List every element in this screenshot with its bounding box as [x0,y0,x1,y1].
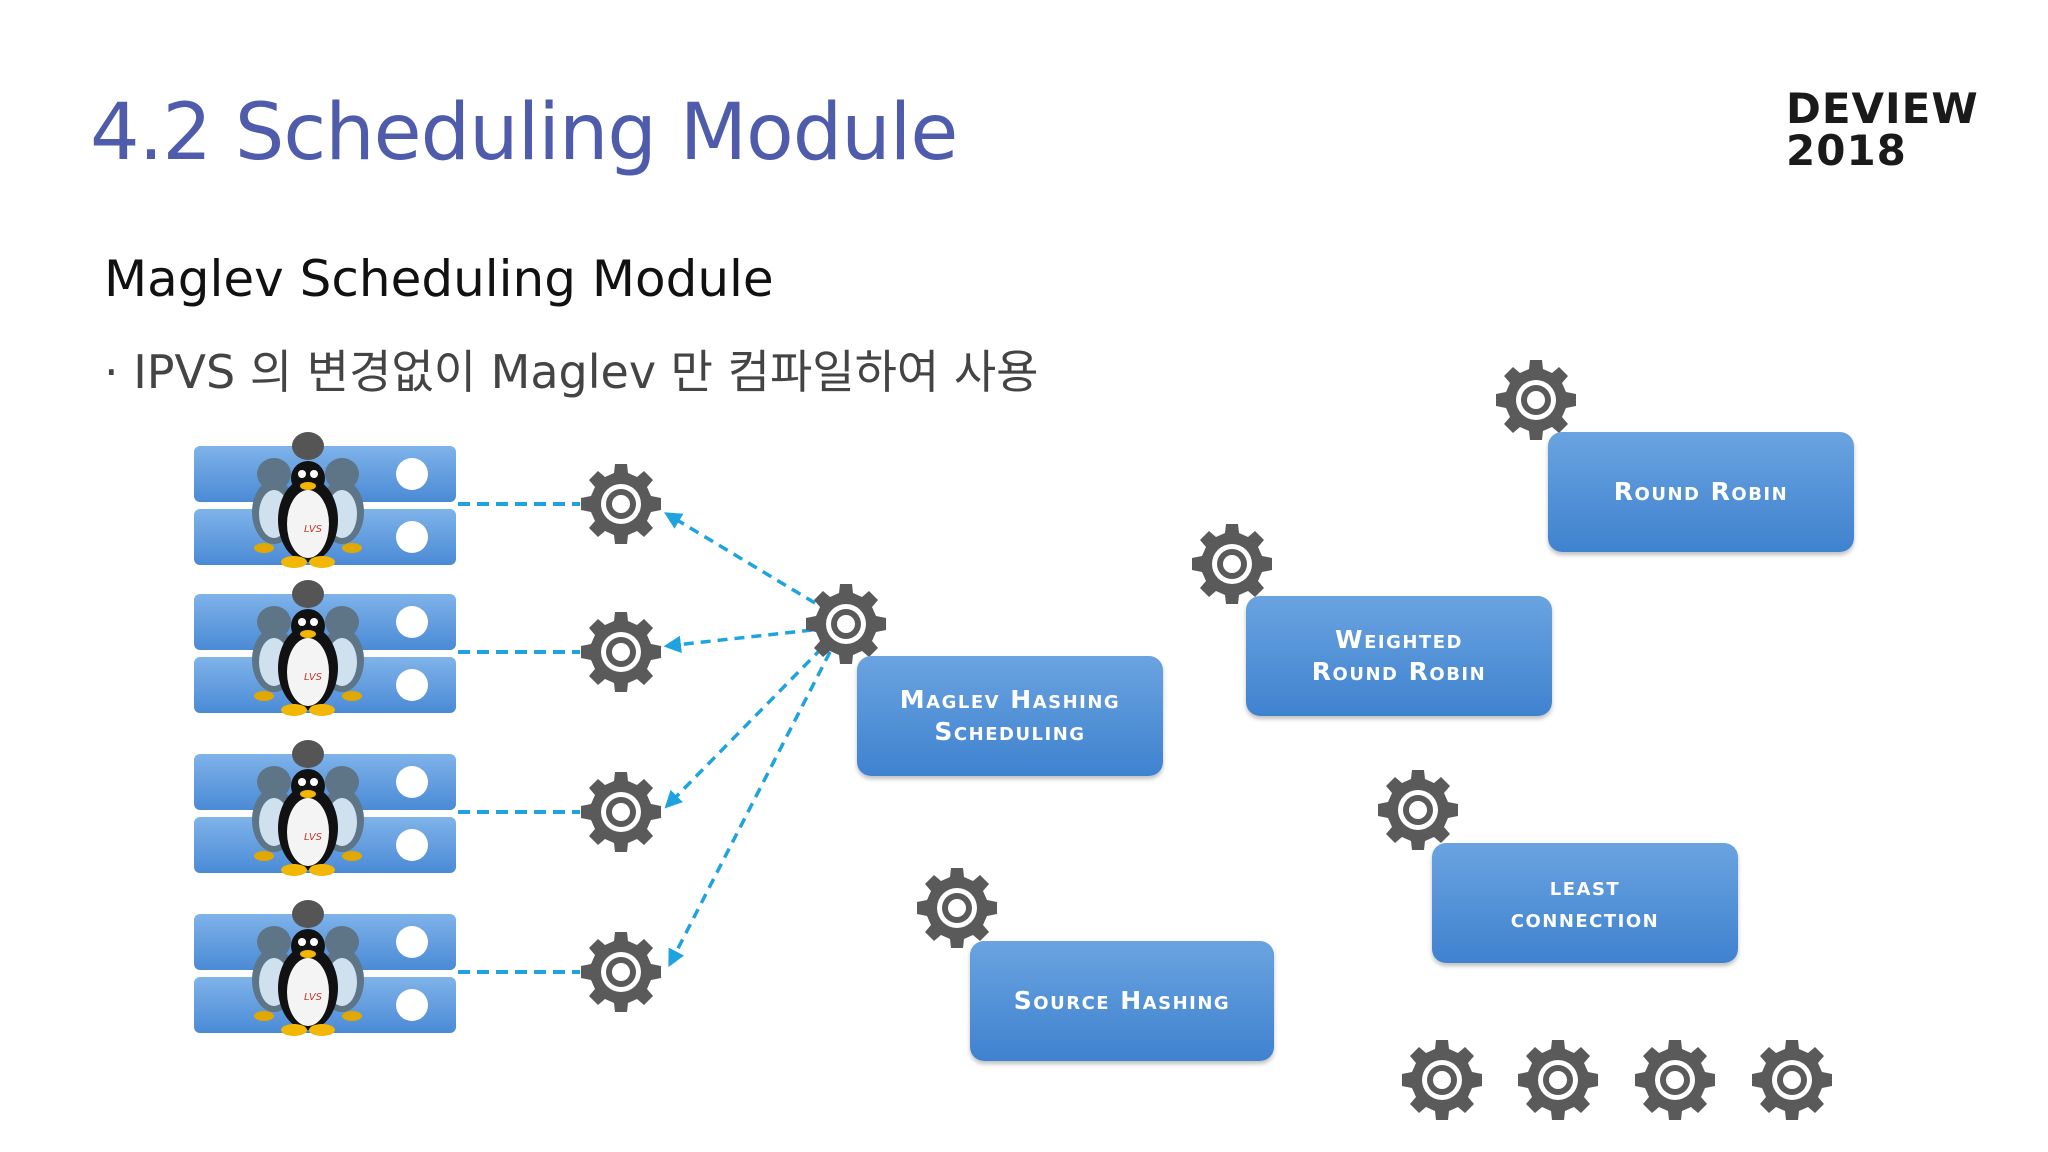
gear-icon [1635,1040,1715,1120]
gear-icon [1752,1040,1832,1120]
server-connectors [458,502,580,974]
section-subtitle: Maglev Scheduling Module [104,250,774,308]
gear-icon [581,932,661,1012]
gear-icon [917,868,997,948]
gear-icon [1378,770,1458,850]
lvs-label-1: LVS [304,524,323,535]
gear-icon [1496,360,1576,440]
lvs-label-4: LVS [304,992,323,1003]
gear-icon [581,772,661,852]
bullet-point: · IPVS 의 변경없이 Maglev 만 컴파일하여 사용 [104,345,1039,399]
slide-title: 4.2 Scheduling Module [90,88,958,178]
dispatch-arrow-4 [668,651,832,968]
maglev-label-line1: Maglev Hashing [899,685,1121,714]
deview-logo: DEVIEW 2018 [1786,88,1979,172]
dispatch-arrow-3 [664,646,824,809]
server-stack-1 [194,432,456,568]
gear-icon [581,464,661,544]
source-hashing-box: Source Hashing [970,941,1274,1061]
weighted-label-line2: Round Robin [1311,657,1487,686]
dispatch-arrows [663,512,832,968]
gear-icon [1192,524,1272,604]
dispatch-arrow-2 [663,628,813,654]
weighted-round-robin-box: Weighted Round Robin [1246,596,1552,716]
weighted-label-line1: Weighted [1335,625,1463,654]
source-hashing-label: Source Hashing [1013,986,1231,1015]
lvs-label-2: LVS [304,672,323,683]
least-label-line2: connection [1510,904,1660,933]
maglev-hashing-box: Maglev Hashing Scheduling [857,656,1163,776]
lvs-label-3: LVS [304,832,323,843]
gear-icon [1518,1040,1598,1120]
least-label-line1: least [1549,872,1621,901]
gear-icon [806,584,886,664]
gear-icon [581,612,661,692]
server-stack-4 [194,900,456,1036]
least-connection-box: least connection [1432,843,1738,963]
logo-line-1: DEVIEW [1786,84,1979,133]
round-robin-box: Round Robin [1548,432,1854,552]
round-robin-label: Round Robin [1613,477,1789,506]
logo-line-2: 2018 [1786,126,1907,175]
gear-icon [1402,1040,1482,1120]
server-stack-2 [194,580,456,716]
dispatch-arrow-1 [664,512,816,605]
maglev-label-line2: Scheduling [934,717,1086,746]
server-stack-3 [194,740,456,876]
